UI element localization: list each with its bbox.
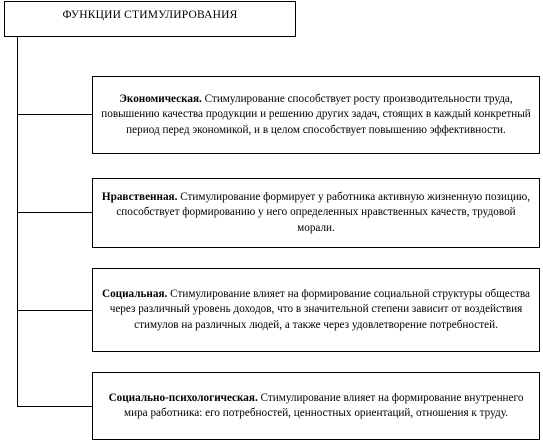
function-box-economic: Экономическая. Стимулирование способству…: [92, 76, 540, 154]
function-description-moral: Нравственная. Стимулирование формирует у…: [99, 190, 533, 237]
function-name-socio-psychological: Социально-психологическая.: [108, 391, 258, 404]
function-text-moral: Стимулирование формирует у работника акт…: [116, 190, 531, 234]
connector-branch-socpsy: [17, 406, 92, 407]
function-name-economic: Экономическая.: [119, 92, 202, 105]
diagram-title: ФУНКЦИИ СТИМУЛИРОВАНИЯ: [62, 9, 238, 21]
function-text-economic: Стимулирование способствует росту произв…: [101, 92, 531, 136]
function-text-socio-psychological: Стимулирование влияет на формирование вн…: [124, 391, 524, 420]
connector-branch-social: [17, 310, 92, 311]
connector-vertical-line: [17, 37, 18, 407]
function-box-social: Социальная. Стимулирование влияет на фор…: [92, 268, 540, 352]
function-description-socio-psychological: Социально-психологическая. Стимулировани…: [99, 391, 533, 422]
function-description-economic: Экономическая. Стимулирование способству…: [99, 92, 533, 139]
connector-branch-economic: [17, 114, 92, 115]
function-box-moral: Нравственная. Стимулирование формирует у…: [92, 178, 540, 248]
function-box-socio-psychological: Социально-психологическая. Стимулировани…: [92, 372, 540, 440]
diagram-title-box: ФУНКЦИИ СТИМУЛИРОВАНИЯ: [4, 1, 296, 37]
function-text-social: Стимулирование влияет на формирование со…: [109, 287, 531, 331]
function-description-social: Социальная. Стимулирование влияет на фор…: [99, 287, 533, 334]
connector-branch-moral: [17, 212, 92, 213]
function-name-social: Социальная.: [101, 287, 168, 300]
function-name-moral: Нравственная.: [101, 190, 178, 203]
